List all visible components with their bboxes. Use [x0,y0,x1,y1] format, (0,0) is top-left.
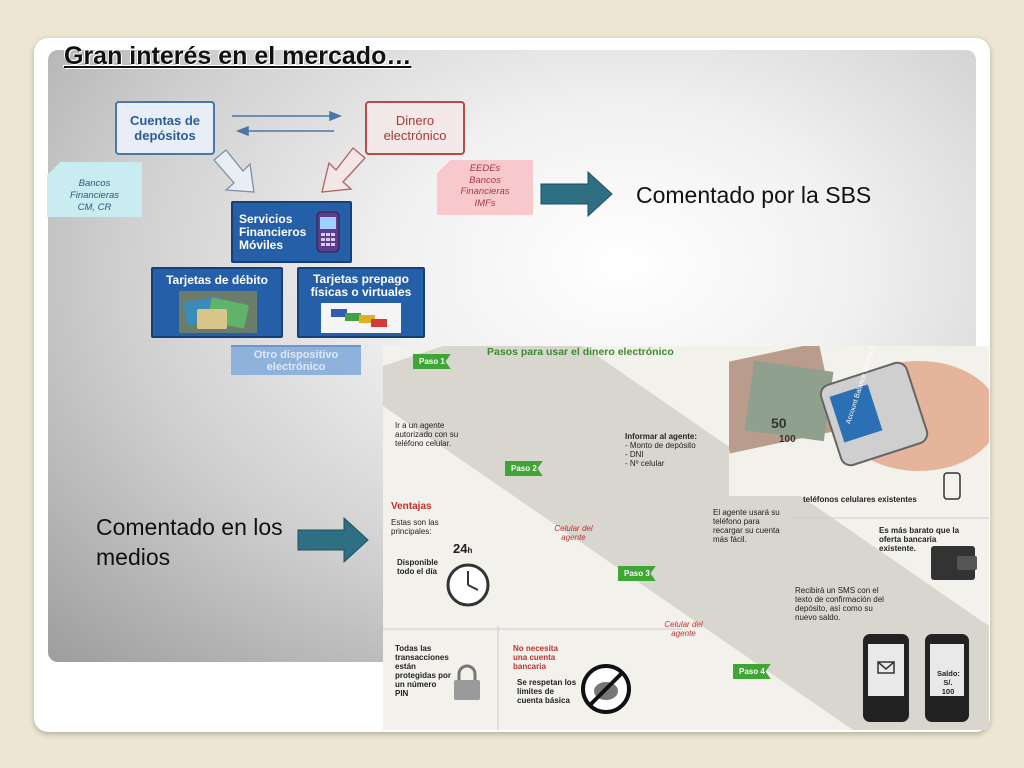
mobile-phone-icon [316,211,340,253]
transacciones-text: Todas las transacciones están protegidas… [395,644,452,698]
tarjetas-debito-box: Tarjetas de débito [151,267,283,338]
servicios-financieros-box: Servicios Financieros Móviles [231,201,352,263]
cuentas-depositos-box: Cuentas de depósitos [115,101,215,155]
eedes-tag: EEDEs Bancos Financieras IMFs [437,160,533,215]
paso3-flag: Paso 3 [618,566,656,581]
step3-text: El agente usará su teléfono para recarga… [713,508,780,544]
bill-100: 100 [779,434,796,445]
medios-comment: Comentado en los medios [96,514,283,570]
bancos-tag-line: CM, CR [77,202,112,213]
disponible-text: Disponible todo el día [397,558,438,576]
arrow-to-medios [297,516,369,564]
informar-block: Informar al agente: - Monto de depósito … [625,432,725,468]
otro-dispositivo-box: Otro dispositivo electrónico [231,345,361,375]
bancos-tag: Bancos Financieras CM, CR [47,162,142,217]
tarjetas-debito-label: Tarjetas de débito [166,273,268,287]
eedes-tag-line: Financieras [460,186,510,197]
celular-agente-label: Celular del agente [554,524,593,542]
sms-phone-icon [863,634,909,722]
phone-money-photo: 50 100 Account Balance $2,046.00 [729,346,989,496]
paso2-flag: Paso 2 [505,461,543,476]
infographic: Paso 1 Paso 2 Paso 3 Paso 4 Pasos para u… [383,346,989,730]
saldo-label-text: Saldo: [937,669,960,678]
bancos-tag-line: Financieras [69,190,120,201]
ventajas-subtitle: Estas son las principales: [391,518,439,536]
prepaid-cards-image [321,303,401,333]
down-arrow-right [321,147,366,193]
sbs-comment: Comentado por la SBS [636,182,872,208]
wallet-icon [931,546,977,580]
bill-50: 50 [771,415,787,431]
informar-item: - DNI [625,450,644,459]
arrow-to-sbs [540,170,613,218]
tarjetas-prepago-label: Tarjetas prepago físicas o virtuales [310,272,412,299]
celular-agente-label: Celular del agente [664,620,703,638]
phone-outline-icon [943,472,961,500]
hours-number: 24 [453,541,468,556]
balance-phone-icon [925,634,969,722]
saldo-value-text: S/. 100 [941,678,955,696]
hours-unit: h [467,546,473,555]
infographic-heading: Pasos para usar el dinero electrónico [487,346,674,358]
paso1-flag: Paso 1 [413,354,451,369]
debit-cards-image [179,291,257,333]
eedes-tag-line: IMFs [474,197,496,209]
informar-item: - Monto de depósito [625,441,696,450]
informar-item: - Nº celular [625,459,665,468]
step1-text: Ir a un agente autorizado con su teléfon… [395,421,459,448]
ventajas-title: Ventajas [391,501,432,512]
hours-value: 24h [453,541,473,556]
paso4-flag: Paso 4 [733,664,771,679]
informar-title: Informar al agente: [625,432,698,441]
eedes-tag-line: EEDEs [469,163,501,174]
tarjetas-prepago-box: Tarjetas prepago físicas o virtuales [297,267,425,338]
clock-icon [446,563,490,607]
down-arrow-left [213,149,255,193]
step4-text: Recibirá un SMS con el texto de confirma… [795,586,884,622]
barato-text: Es más barato que la oferta bancaria exi… [879,526,960,553]
no-bank-icon [581,664,631,714]
bancos-tag-line: Bancos [78,178,111,189]
dinero-electronico-box: Dinero electrónico [365,101,465,155]
saldo-label: Saldo: S/. 100 [937,669,960,696]
servicios-label: Servicios Financieros Móviles [239,211,307,252]
limites-text: Se respetan los límites de cuenta básica [517,678,577,705]
no-necesita-text: No necesita una cuenta bancaria [513,644,558,671]
page-title: Gran interés en el mercado… [64,42,412,70]
eedes-tag-line: Bancos [469,174,501,186]
exchange-arrows [232,110,343,137]
lock-icon [454,664,480,700]
